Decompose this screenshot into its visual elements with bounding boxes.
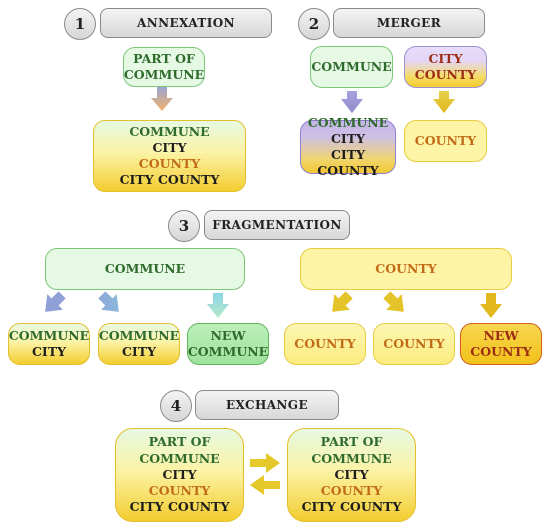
frag-county-part-2: COUNTY [373, 323, 455, 365]
exchange-right-box: PART OF COMMUNE CITY COUNTY CITY COUNTY [287, 428, 416, 522]
annexation-source-line-2: COMMUNE [123, 67, 205, 82]
frag-new-commune-line-1: NEW [210, 327, 246, 343]
frag-county-part-1: COUNTY [284, 323, 366, 365]
exchange-arrow-left [250, 475, 280, 495]
merger-source-commune: COMMUNE [310, 46, 393, 88]
section-number-2: 2 [298, 8, 330, 40]
exchange-left-part-of: PART OF [148, 434, 211, 450]
frag-commune-part-1: COMMUNE CITY [8, 323, 90, 365]
exchange-left-county: COUNTY [148, 483, 211, 499]
exchange-left-commune: COMMUNE [139, 450, 220, 466]
merger-target-county: COUNTY [404, 120, 487, 162]
frag-arrow-2 [98, 291, 119, 312]
frag-new-county-line-1: NEW [483, 327, 519, 343]
frag-arrow-4 [332, 291, 353, 312]
exchange-right-county: COUNTY [320, 483, 383, 499]
merger-source-city-county: CITY COUNTY [404, 46, 487, 88]
merger-target-city-county: CITY COUNTY [317, 147, 379, 179]
annexation-target-city-county: CITY COUNTY [119, 172, 220, 188]
exchange-title: EXCHANGE [195, 390, 339, 420]
frag-new-county-line-2: COUNTY [470, 344, 532, 359]
merger-source-city: CITY [428, 50, 463, 66]
annexation-source-box: PART OF COMMUNE [123, 47, 205, 87]
merger-target-commune: COMMUNE [307, 114, 389, 130]
fragmentation-title: FRAGMENTATION [204, 210, 350, 240]
merger-source-county: COUNTY [414, 67, 477, 82]
exchange-right-city-county: CITY COUNTY [301, 499, 402, 515]
merger-target-left: COMMUNE CITY CITY COUNTY [300, 115, 396, 178]
frag-arrow-5 [383, 291, 404, 312]
annexation-target-city: CITY [152, 139, 187, 155]
exchange-arrow-right [250, 453, 280, 473]
exchange-right-commune: COMMUNE [311, 450, 392, 466]
exchange-left-city: CITY [162, 466, 197, 482]
exchange-right-city: CITY [334, 466, 369, 482]
frag-arrow-3 [207, 293, 229, 318]
fragmentation-county-box: COUNTY [300, 248, 512, 290]
frag-part-1-commune: COMMUNE [8, 327, 90, 343]
frag-new-county: NEW COUNTY [460, 323, 542, 365]
annexation-title: ANNEXATION [100, 8, 272, 38]
annexation-source-line-1: PART OF [133, 50, 195, 66]
frag-part-2-city: CITY [121, 344, 157, 359]
annexation-target-box: COMMUNE CITY COUNTY CITY COUNTY [93, 120, 246, 192]
frag-part-2-commune: COMMUNE [98, 327, 180, 343]
frag-arrow-6 [480, 293, 502, 318]
frag-new-commune-line-2: COMMUNE [187, 344, 269, 359]
merger-title: MERGER [333, 8, 485, 38]
frag-arrow-1 [45, 291, 66, 312]
merger-arrow-left [341, 91, 363, 113]
section-number-4: 4 [160, 390, 192, 422]
frag-part-1-city: CITY [31, 344, 67, 359]
fragmentation-commune-box: COMMUNE [45, 248, 245, 290]
exchange-left-city-county: CITY COUNTY [129, 499, 230, 515]
exchange-left-box: PART OF COMMUNE CITY COUNTY CITY COUNTY [115, 428, 244, 522]
annexation-arrow [151, 86, 173, 111]
exchange-right-part-of: PART OF [320, 434, 383, 450]
frag-new-commune: NEW COMMUNE [187, 323, 269, 365]
section-number-3: 3 [168, 210, 200, 242]
merger-target-city: CITY [330, 130, 366, 146]
annexation-target-county: COUNTY [138, 156, 201, 171]
merger-arrow-right [433, 91, 455, 113]
section-number-1: 1 [64, 8, 96, 40]
annexation-target-commune: COMMUNE [129, 123, 210, 139]
frag-commune-part-2: COMMUNE CITY [98, 323, 180, 365]
